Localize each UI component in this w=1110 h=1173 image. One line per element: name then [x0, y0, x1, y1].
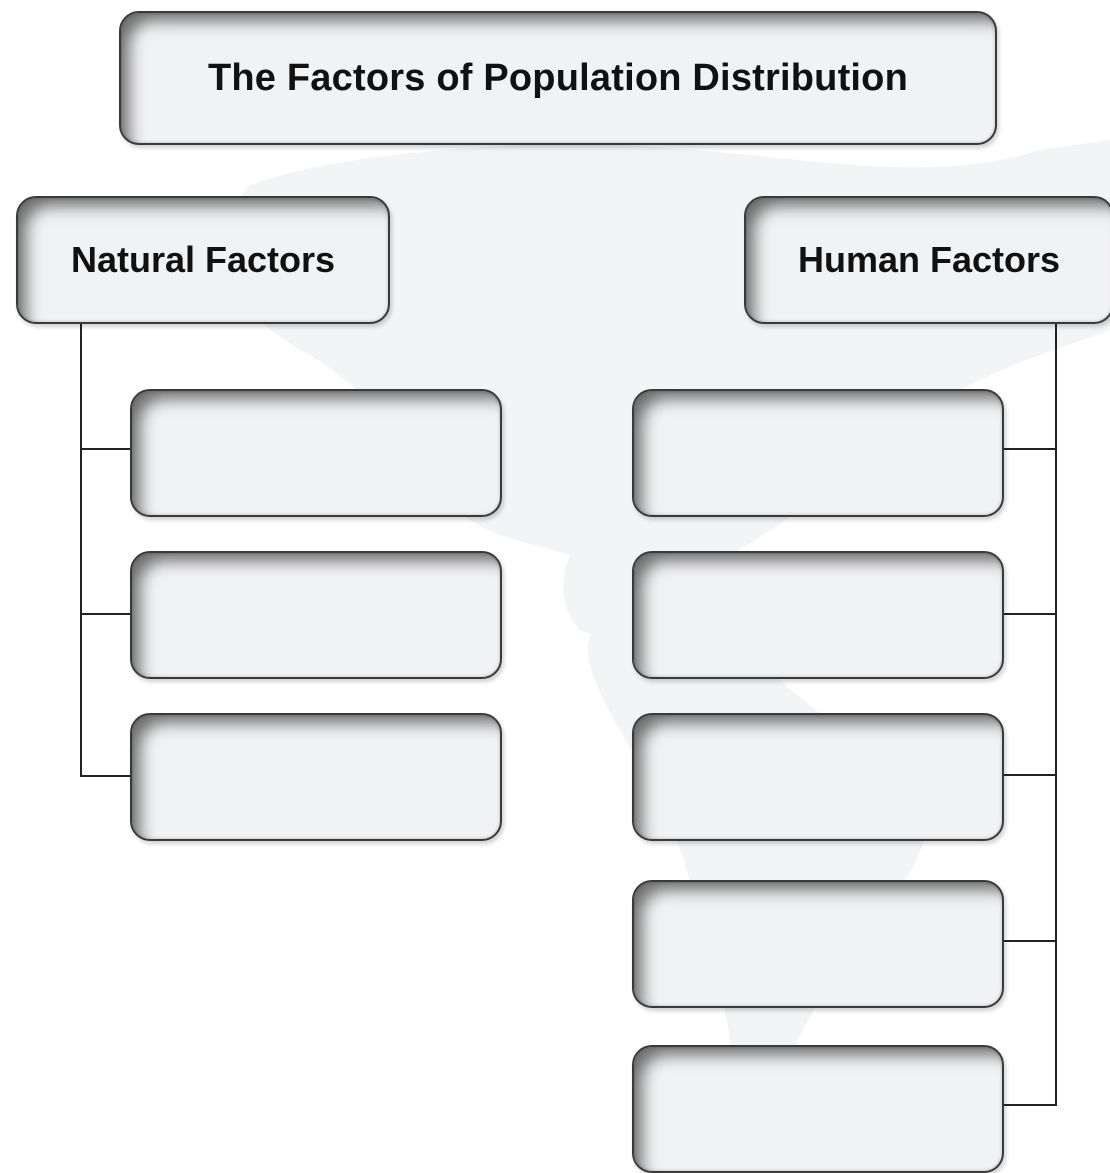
human-factors-header-box: Human Factors	[744, 196, 1110, 324]
natural-factor-box-1	[130, 389, 502, 517]
natural-factors-label: Natural Factors	[70, 239, 336, 280]
human-factor-box-4	[632, 880, 1004, 1008]
human-factor-box-1	[632, 389, 1004, 517]
natural-factors-header-box: Natural Factors	[16, 196, 390, 324]
human-factor-box-3	[632, 713, 1004, 841]
human-factors-label: Human Factors	[797, 239, 1061, 280]
human-factor-box-2	[632, 551, 1004, 679]
natural-factor-box-3	[130, 713, 502, 841]
human-factor-box-5	[632, 1045, 1004, 1173]
natural-factor-box-2	[130, 551, 502, 679]
diagram-title: The Factors of Population Distribution	[207, 56, 909, 99]
diagram-title-box: The Factors of Population Distribution	[119, 11, 997, 145]
